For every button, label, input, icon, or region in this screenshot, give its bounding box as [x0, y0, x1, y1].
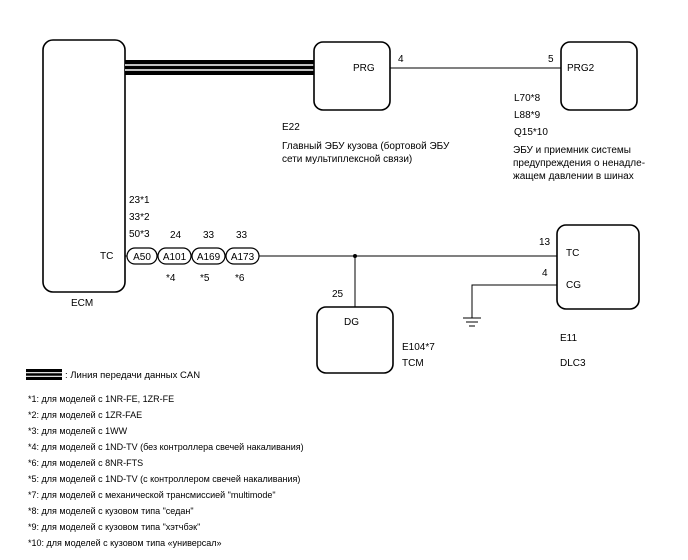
- ecm-box: [42, 39, 126, 293]
- svg-text:A50: A50: [133, 252, 151, 263]
- prg2-ecu-box: [560, 41, 638, 111]
- tcm-pin-label: DG: [344, 317, 359, 328]
- prg-pin-label: PRG: [353, 63, 375, 74]
- svg-text:A169: A169: [197, 252, 221, 263]
- svg-text:A101: A101: [163, 252, 187, 263]
- prg2-code-2: L88*9: [514, 110, 541, 121]
- wire-cg-ground: [471, 284, 557, 318]
- dlc3-pin-tc-label: TC: [566, 248, 579, 259]
- prg-ecu-name-line-2: сети мультиплексной связи): [282, 154, 412, 165]
- dlc3-code: E11: [560, 333, 577, 344]
- tcm-pin-number: 25: [332, 289, 344, 300]
- prg2-pin-number: 5: [548, 54, 554, 65]
- footnote: *5: для моделей с 1ND-TV (с контроллером…: [28, 474, 301, 484]
- footnote: *4: для моделей с 1ND-TV (без контроллер…: [28, 442, 304, 452]
- legend-can-line-icon: [26, 369, 62, 380]
- legend-can-line-label: : Линия передачи данных CAN: [65, 370, 200, 381]
- ecm-pin-number-3: 50*3: [129, 229, 150, 240]
- footnote: *9: для моделей с кузовом типа "хэтчбэк": [28, 522, 201, 532]
- prg-ecu-code: E22: [282, 122, 300, 133]
- prg2-name-line-2: предупреждения о ненадле-: [513, 158, 645, 169]
- connector-a173: A173: [225, 247, 260, 265]
- connector-a101: A101: [157, 247, 192, 265]
- prg2-pin-label: PRG2: [567, 63, 595, 74]
- can-bus-line: [125, 60, 314, 75]
- prg-ecu-box: [313, 41, 391, 111]
- dlc3-pin-cg-number: 4: [542, 268, 548, 279]
- footnote: *3: для моделей с 1WW: [28, 426, 128, 436]
- connector-a101-pin: 24: [170, 230, 182, 241]
- tcm-box: [316, 306, 394, 374]
- connector-a169-pin: 33: [203, 230, 215, 241]
- footnote: *6: для моделей с 8NR-FTS: [28, 458, 144, 468]
- prg-ecu-name-line-1: Главный ЭБУ кузова (бортовой ЭБУ: [282, 140, 450, 152]
- footnote: *2: для моделей с 1ZR-FAE: [28, 410, 143, 420]
- connector-a50: A50: [126, 247, 158, 265]
- connector-a169-note: *5: [200, 273, 210, 284]
- footnote: *10: для моделей с кузовом типа «универс…: [28, 538, 222, 548]
- svg-text:A173: A173: [231, 252, 255, 263]
- footnote: *1: для моделей с 1NR-FE, 1ZR-FE: [28, 394, 175, 404]
- ecm-pin-tc: TC: [100, 251, 113, 262]
- ecm-pin-number-2: 33*2: [129, 212, 150, 223]
- prg2-code-1: L70*8: [514, 93, 541, 104]
- ground-icon: [463, 317, 481, 327]
- dlc3-pin-tc-number: 13: [539, 237, 551, 248]
- connector-a173-note: *6: [235, 273, 245, 284]
- connector-a173-pin: 33: [236, 230, 248, 241]
- footnote: *7: для моделей с механической трансмисс…: [28, 490, 276, 500]
- prg2-code-3: Q15*10: [514, 127, 548, 138]
- tcm-code: E104*7: [402, 342, 435, 353]
- ecm-pin-number-1: 23*1: [129, 195, 150, 206]
- tcm-label: TCM: [402, 358, 424, 369]
- prg2-name-line-3: жащем давлении в шинах: [513, 171, 634, 182]
- dlc3-box: [556, 224, 640, 310]
- footnote: *8: для моделей с кузовом типа "седан": [28, 506, 194, 516]
- connector-a101-note: *4: [166, 273, 176, 284]
- connector-a169: A169: [191, 247, 226, 265]
- prg2-name-line-1: ЭБУ и приемник системы: [513, 145, 631, 156]
- dlc3-label: DLC3: [560, 358, 586, 369]
- dlc3-pin-cg-label: CG: [566, 280, 581, 291]
- prg-pin-number: 4: [398, 54, 404, 65]
- ecm-label: ECM: [71, 298, 93, 309]
